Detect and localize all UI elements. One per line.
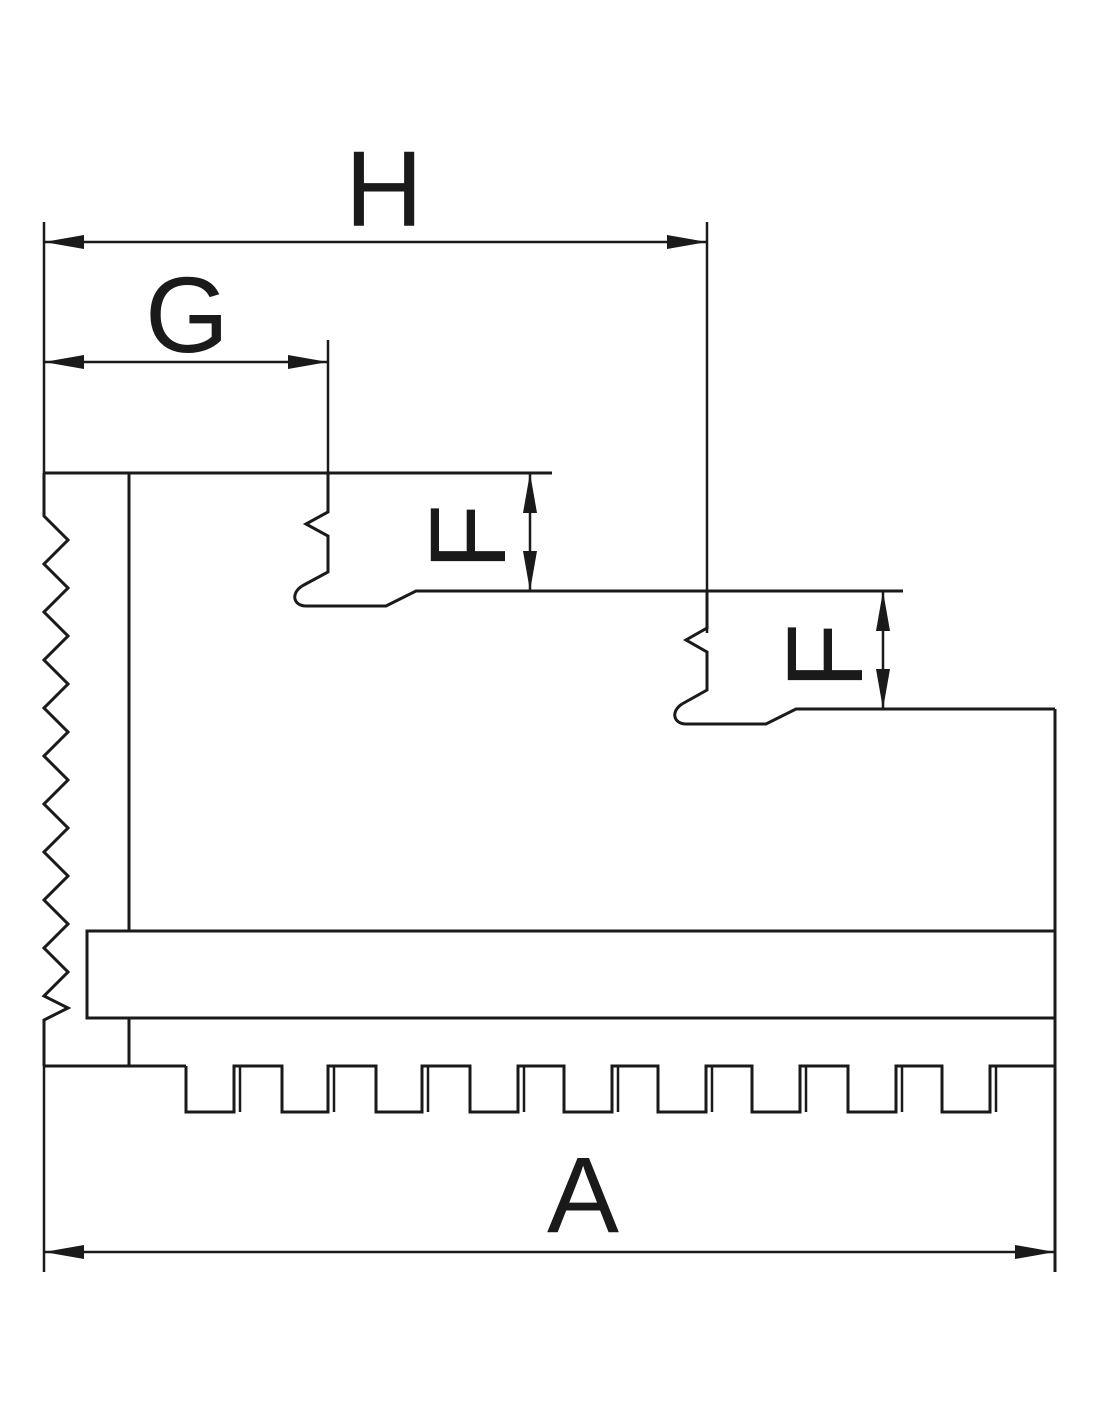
arrowhead-left-g <box>44 355 84 369</box>
bottom-teeth <box>184 1064 1055 1114</box>
dimension-h: H <box>42 128 709 633</box>
dimension-a: A <box>42 1066 1055 1272</box>
upper-step-serration <box>301 473 330 588</box>
dimension-f-lower: F <box>764 591 890 709</box>
jaw-body <box>41 471 1057 1272</box>
arrowhead-right-h <box>667 235 707 249</box>
arrowhead-top-f-lower <box>876 591 890 631</box>
arrowhead-bottom-f-lower <box>876 669 890 709</box>
label-g: G <box>145 254 229 375</box>
tooth-inner-lines <box>238 1066 998 1112</box>
arrowhead-right-a <box>1015 1245 1055 1259</box>
dimension-g: G <box>44 254 330 475</box>
upper-step-notch <box>293 584 903 608</box>
arrowhead-right-g <box>288 355 328 369</box>
lower-step-serration <box>681 591 709 706</box>
label-h: H <box>345 128 423 249</box>
left-serrated-edge <box>41 473 72 1066</box>
dimension-f-upper: F <box>407 473 537 591</box>
slot-rectangle <box>85 929 1057 1020</box>
label-a: A <box>547 1134 619 1255</box>
arrowhead-bottom-f-upper <box>523 551 537 591</box>
label-f-upper: F <box>407 504 528 570</box>
arrowhead-left-a <box>44 1245 84 1259</box>
label-f-lower: F <box>764 623 885 689</box>
lower-step-notch <box>673 702 1055 726</box>
arrowhead-top-f-upper <box>523 473 537 513</box>
arrowhead-left-h <box>44 235 84 249</box>
